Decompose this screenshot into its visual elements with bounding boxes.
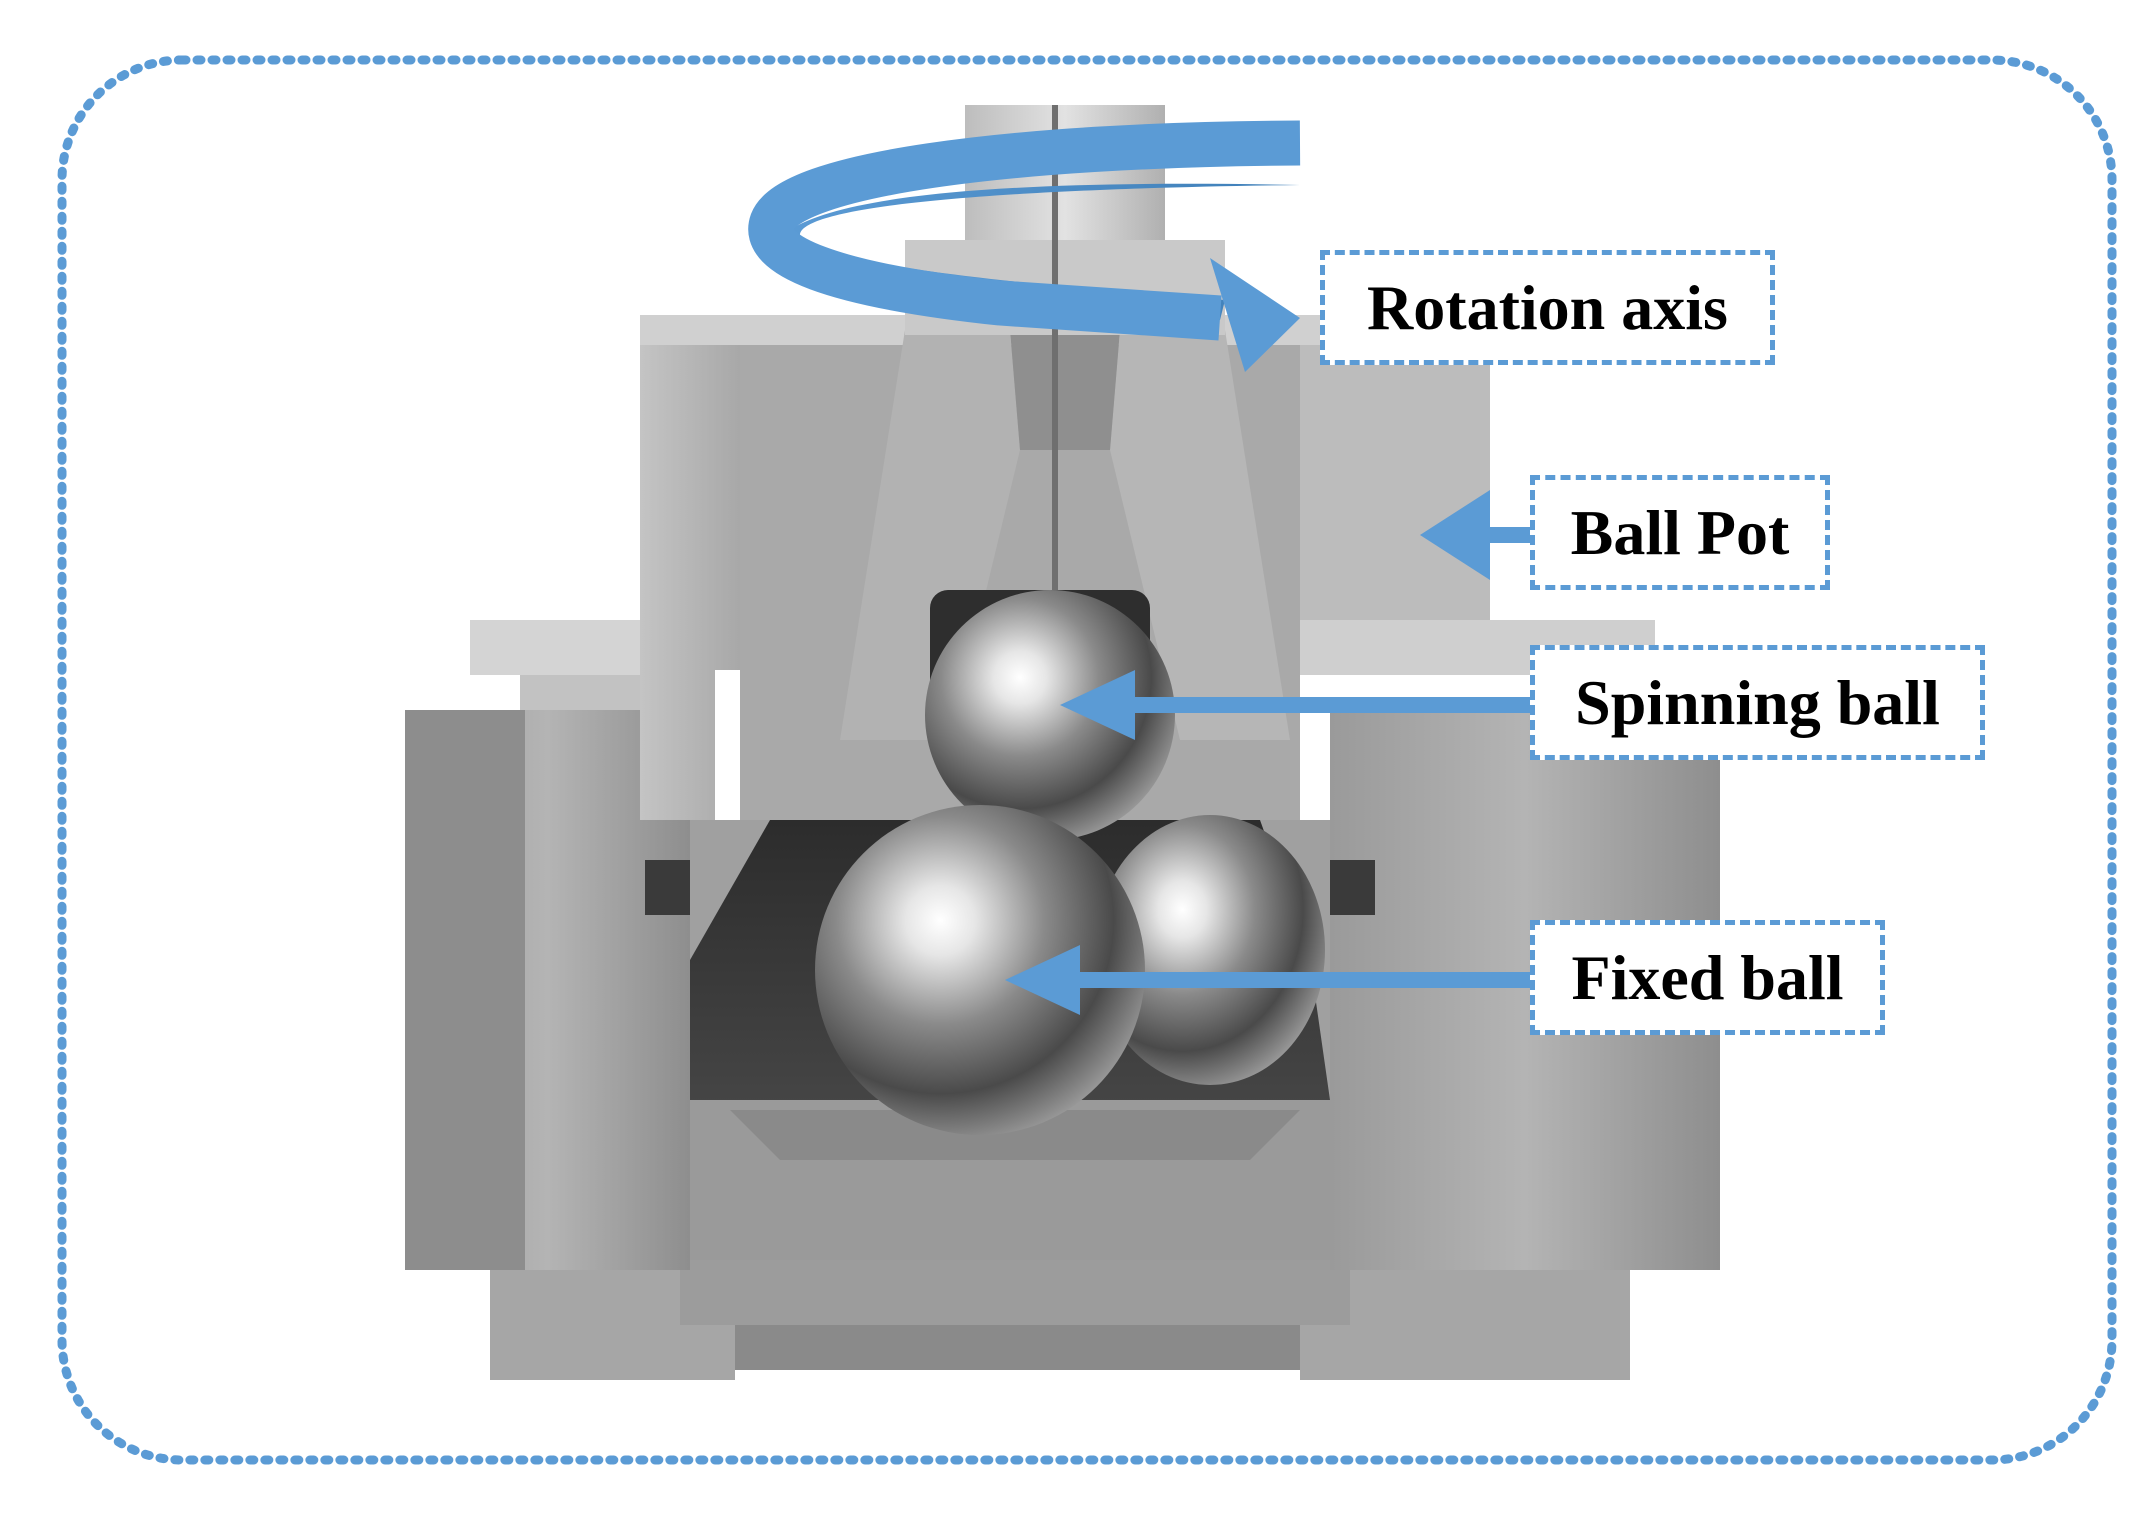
outer-housing-right bbox=[1330, 710, 1720, 1270]
rotation-axis-label-box: Rotation axis bbox=[1320, 250, 1775, 365]
collet-left bbox=[840, 330, 1020, 740]
collet-inner-shadow bbox=[1010, 330, 1120, 450]
fixed-ball-label-box: Fixed ball bbox=[1530, 920, 1885, 1035]
flange-step-left bbox=[520, 675, 640, 710]
seal-groove-left bbox=[645, 860, 690, 915]
fixed-ball-label: Fixed ball bbox=[1571, 941, 1844, 1013]
seal-groove-right bbox=[1330, 860, 1375, 915]
rotation-arrow-curve bbox=[748, 120, 1301, 341]
rotation-arrow-head bbox=[1210, 258, 1300, 372]
fixed-ball-arrow bbox=[1005, 945, 1530, 1015]
spinning-ball bbox=[925, 590, 1175, 840]
ball-pot-label-box: Ball Pot bbox=[1530, 475, 1830, 590]
cavity-floor-bevel bbox=[730, 1110, 1300, 1160]
fixed-ball-right bbox=[1095, 815, 1325, 1085]
fixed-ball-front bbox=[815, 805, 1145, 1135]
rotation-axis-label: Rotation axis bbox=[1367, 271, 1728, 343]
flange-left bbox=[470, 620, 640, 675]
ball-pot-wall-right bbox=[1300, 330, 1490, 620]
dotted-frame bbox=[57, 55, 2117, 1465]
ball-pot-arrow bbox=[1420, 490, 1530, 580]
spinning-ball-label-box: Spinning ball bbox=[1530, 645, 1985, 760]
base-bottom-recess bbox=[735, 1325, 1300, 1370]
ball-pot-wall-left bbox=[640, 330, 740, 820]
housing-left-face bbox=[405, 710, 525, 1270]
fixed-ball-arrow-head bbox=[1005, 945, 1080, 1015]
spinning-ball-label: Spinning ball bbox=[1575, 666, 1940, 738]
spinning-ball-arrow-head bbox=[1060, 670, 1135, 740]
rotation-arrow bbox=[748, 120, 1301, 372]
base-foot-right bbox=[1300, 1270, 1630, 1380]
spinning-ball-arrow bbox=[1060, 670, 1530, 740]
collet-right bbox=[1110, 330, 1290, 740]
ball-pot-arrow-head bbox=[1420, 490, 1490, 580]
ball-pot-label: Ball Pot bbox=[1570, 496, 1790, 568]
base-bottom-plate bbox=[680, 1255, 1350, 1325]
